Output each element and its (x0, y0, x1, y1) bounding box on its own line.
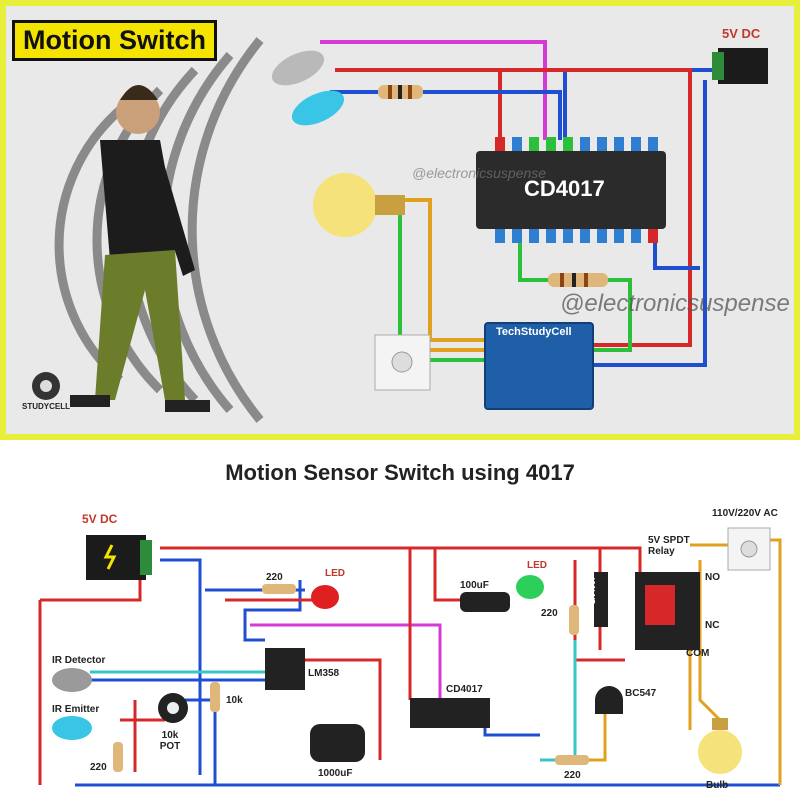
resistor-icon (569, 605, 579, 635)
led-red-icon (311, 585, 339, 609)
r220b-label: 220 (541, 608, 558, 619)
transistor-icon (595, 686, 623, 714)
resistor-icon (378, 85, 423, 99)
bc547-label: BC547 (625, 688, 657, 699)
relay-label: TechStudyCell (496, 326, 572, 338)
r220c-label: 220 (90, 762, 107, 773)
com-label: COM (686, 648, 710, 659)
diode-icon (594, 572, 608, 627)
ic-label: CD4017 (524, 176, 605, 201)
diode-label: 1N4007 (588, 576, 597, 605)
lm358-chip-icon (265, 648, 305, 690)
power-label-bottom: 5V DC (82, 512, 118, 526)
nc-label: NC (705, 620, 720, 631)
socket-icon (727, 527, 771, 571)
studycell-logo-icon (32, 372, 60, 400)
relay-icon (635, 572, 700, 650)
cd4017-chip (476, 151, 666, 229)
page-title: Motion Switch (12, 20, 217, 61)
walking-person-icon (70, 85, 210, 412)
no-label: NO (705, 572, 720, 583)
led-green-icon (516, 575, 544, 599)
ir-emitter-label: IR Emitter (52, 704, 100, 715)
ir-detector-icon (52, 668, 92, 692)
ic-pins (495, 137, 658, 243)
relay-label-bottom: 5V SPDT Relay (648, 535, 690, 557)
capacitor-100uf-icon (460, 592, 510, 612)
r220a-label: 220 (266, 572, 283, 583)
ir-emitter-icon (291, 90, 345, 126)
bulb-label: Bulb (706, 780, 729, 791)
led1-label: LED (325, 568, 345, 579)
relay-module (484, 322, 594, 410)
bulb-icon (313, 173, 405, 237)
schematic-heading: Motion Sensor Switch using 4017 (225, 460, 575, 485)
resistor-icon (555, 755, 589, 765)
bulb-icon (698, 718, 742, 774)
watermark-large: @electronicsuspense (560, 290, 790, 317)
ac-label: 110V/220V AC (712, 508, 778, 519)
resistor-icon (113, 742, 123, 772)
pot-icon (158, 693, 188, 723)
cap100-label: 100uF (460, 580, 489, 591)
ir-emitter-icon (52, 716, 92, 740)
resistor-icon (210, 682, 220, 712)
dc-jack-icon (712, 48, 768, 84)
resistor-icon (262, 584, 296, 594)
cd4017-chip-icon (410, 698, 490, 728)
power-label: 5V DC (722, 26, 761, 41)
led2-label: LED (527, 560, 547, 571)
cap1000-label: 1000uF (318, 768, 353, 779)
cd4017-label: CD4017 (446, 684, 483, 695)
dc-jack-icon (86, 535, 152, 580)
ir-detector-label: IR Detector (52, 655, 106, 666)
socket-icon (374, 334, 431, 391)
logo-text: STUDYCELL (22, 402, 70, 411)
lm358-label: LM358 (308, 668, 340, 679)
r220d-label: 220 (564, 770, 581, 781)
resistor-icon (548, 273, 608, 287)
r10k-label: 10k (226, 695, 243, 706)
ir-detector-icon (271, 50, 325, 86)
capacitor-1000uf-icon (310, 724, 365, 762)
watermark-small: @electronicsuspense (412, 165, 547, 181)
pot-label: 10k POT (159, 730, 181, 752)
